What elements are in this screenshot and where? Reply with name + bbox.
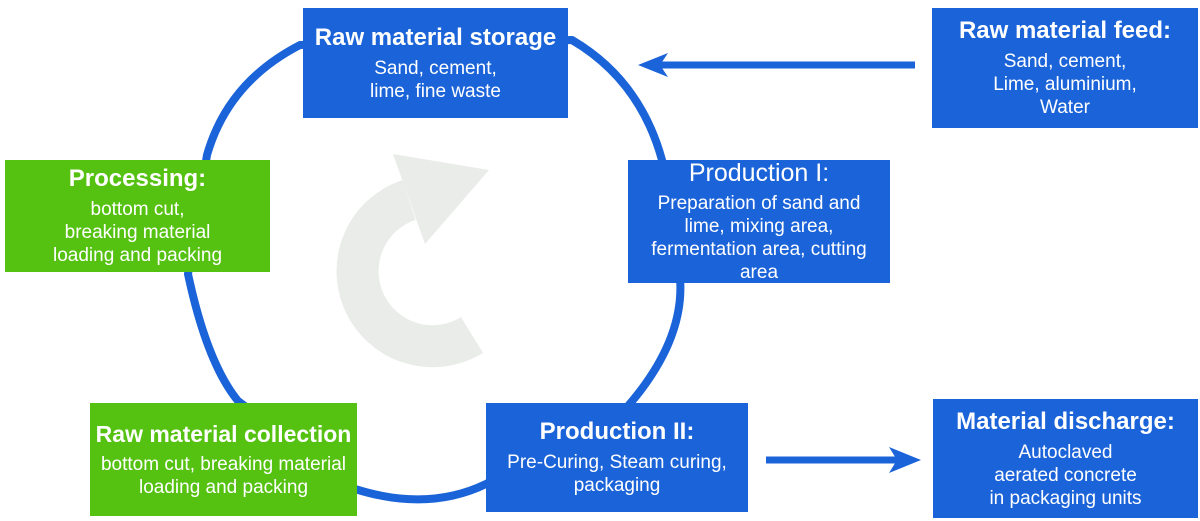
material-discharge-body: Autoclaved aerated concrete in packaging… [989, 441, 1142, 509]
raw-material-collection-body: bottom cut, breaking material loading an… [100, 454, 346, 498]
box-processing: Processing: bottom cut, breaking materia… [5, 160, 270, 272]
raw-material-feed-body: Sand, cement, Lime, aluminium, Water [993, 51, 1137, 118]
recycle-arrow-icon [336, 154, 489, 368]
raw-material-feed-title: Raw material feed: [958, 17, 1172, 44]
box-material-discharge: Material discharge: Autoclaved aerated c… [933, 399, 1198, 518]
box-production-1: Production I: Preparation of sand and li… [628, 159, 890, 283]
cycle-ring [184, 36, 685, 504]
production-2-body: Pre-Curing, Steam curing, packaging [507, 452, 727, 496]
box-production-2: Production II: Pre-Curing, Steam curing,… [486, 403, 748, 512]
material-discharge-title: Material discharge: [956, 407, 1175, 435]
feed-to-storage-arrow-icon [638, 53, 915, 77]
production-1-body: Preparation of sand and lime, mixing are… [651, 193, 867, 283]
production2-to-discharge-arrow-icon [766, 447, 921, 473]
box-raw-material-storage: Raw material storage Sand, cement, lime,… [303, 8, 568, 118]
raw-material-storage-body: Sand, cement, lime, fine waste [370, 57, 501, 102]
box-raw-material-feed: Raw material feed: Sand, cement, Lime, a… [932, 8, 1198, 128]
raw-material-collection-title: Raw material collection [95, 421, 352, 447]
processing-title: Processing: [68, 165, 207, 192]
processing-body: bottom cut, breaking material loading an… [52, 199, 223, 266]
box-raw-material-collection: Raw material collection bottom cut, brea… [90, 403, 357, 516]
production-1-title: Production I: [688, 159, 830, 187]
production-2-title: Production II: [539, 418, 695, 445]
raw-material-storage-title: Raw material storage [314, 23, 557, 51]
